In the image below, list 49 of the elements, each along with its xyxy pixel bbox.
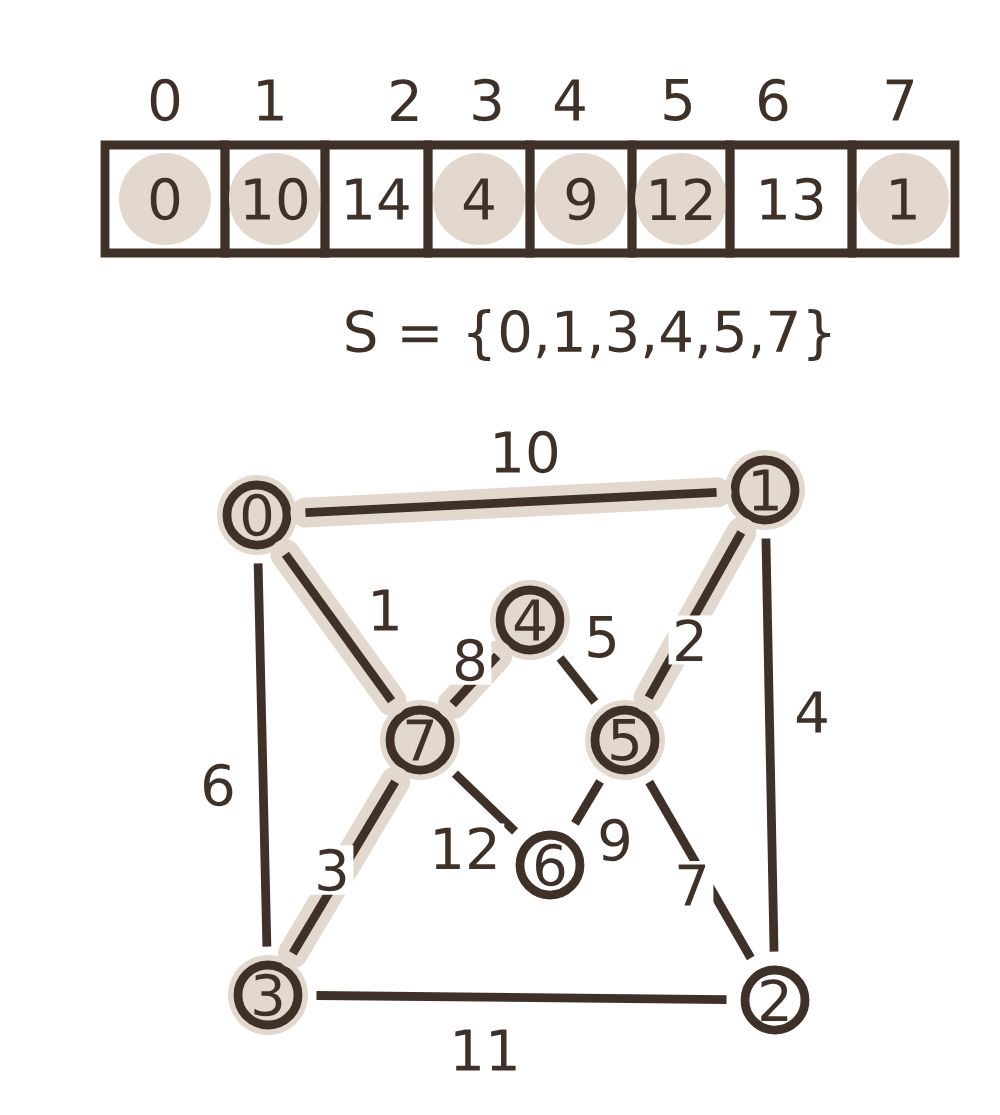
- graph-edge: [761, 538, 779, 952]
- set-notation: S = {0,1,3,4,5,7}: [346, 309, 831, 361]
- graph-edge: [253, 563, 272, 947]
- edge-weight: 10: [485, 427, 565, 477]
- edge-weight: 11: [445, 1026, 525, 1075]
- edge-weight: 5: [580, 612, 624, 662]
- edge-weight: 8: [448, 635, 492, 685]
- graph-vertex: 7: [380, 700, 460, 780]
- array-cell: 1: [847, 140, 960, 258]
- graph-edge: [556, 655, 599, 705]
- graph-edge: [571, 779, 604, 826]
- array-index: 4: [554, 79, 585, 121]
- edge-weight: 12: [425, 823, 505, 873]
- array-cell: 9: [525, 140, 637, 258]
- array-cell: 10: [220, 140, 330, 258]
- graph-vertex: 2: [740, 965, 810, 1035]
- graph-edge: [437, 640, 513, 720]
- edge-weight: 3: [310, 845, 354, 895]
- edge-weight: 4: [790, 688, 834, 737]
- array-cell: 4: [423, 140, 535, 258]
- edge-weight: 6: [196, 760, 240, 810]
- array-index: 5: [664, 79, 691, 121]
- graph-vertex: 1: [725, 450, 805, 530]
- graph-edge: [451, 770, 519, 835]
- graph-edge: [316, 991, 727, 1004]
- edge-weight: 9: [593, 815, 637, 865]
- graph-edge: [633, 517, 757, 713]
- array-index: 3: [473, 78, 501, 122]
- graph-vertex: 4: [490, 580, 570, 660]
- array-cell: 14: [320, 140, 433, 258]
- array-index: 0: [150, 78, 180, 122]
- graph-edge: [645, 779, 755, 961]
- graph-vertex: 3: [228, 955, 308, 1035]
- array-cell: 12: [627, 140, 735, 258]
- graph-vertex: 5: [585, 700, 665, 780]
- graph-edge: [277, 766, 411, 969]
- graph-vertex: 0: [217, 475, 297, 555]
- edge-weight: 2: [668, 615, 712, 665]
- array-cell: 0: [100, 140, 230, 258]
- array-index: 6: [759, 78, 788, 122]
- edge-weight: 1: [363, 586, 407, 635]
- array-index: 7: [886, 79, 914, 121]
- graph-edge: [290, 477, 732, 528]
- array-index: 2: [391, 79, 418, 121]
- array-cell: 13: [725, 140, 857, 258]
- graph-vertex: 6: [515, 830, 585, 900]
- array-index: 1: [258, 79, 283, 121]
- graph-edge: [270, 539, 407, 716]
- edge-weight: 7: [670, 861, 714, 910]
